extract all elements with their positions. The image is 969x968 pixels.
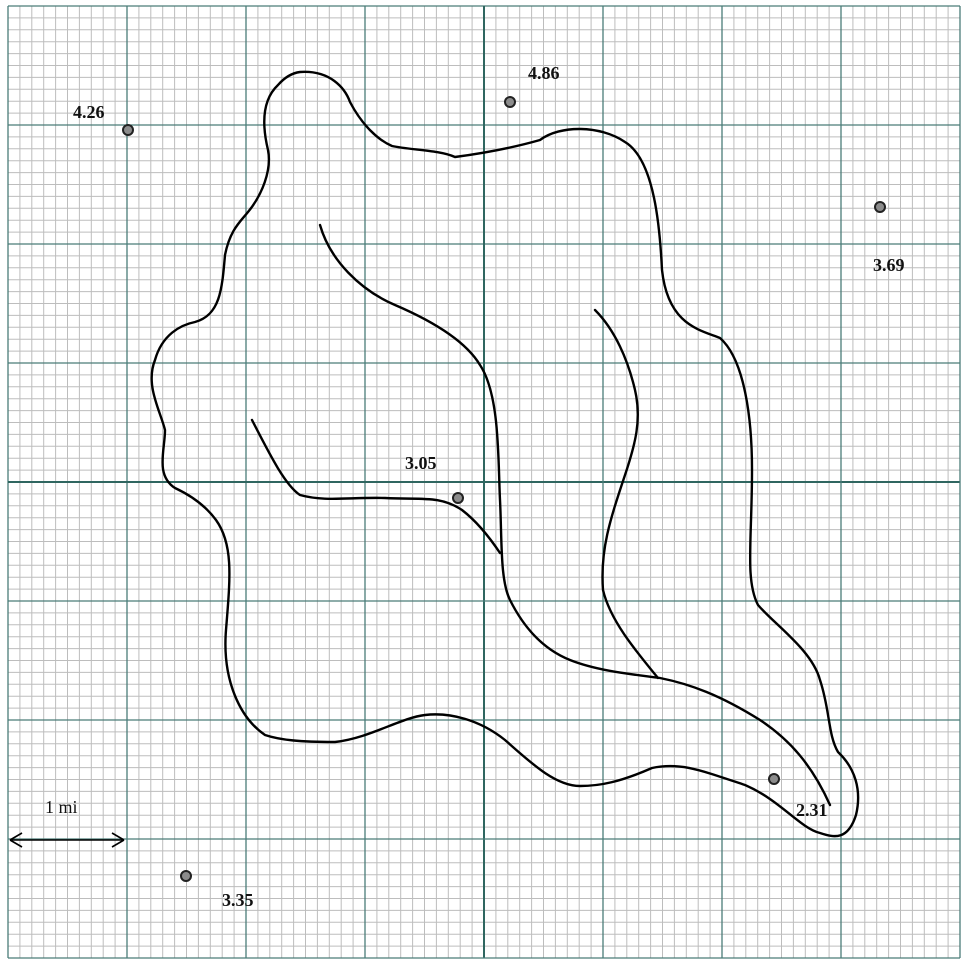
gauge-label-se: 2.31 — [796, 800, 828, 820]
gauge-label-north: 4.86 — [528, 63, 560, 83]
gauge-marker-se — [768, 773, 780, 785]
gauge-marker-north — [504, 96, 516, 108]
grid — [7, 5, 961, 959]
gauge-label-sw: 3.35 — [222, 890, 254, 910]
gauge-marker-sw — [180, 870, 192, 882]
stream-main — [318, 223, 832, 807]
scale-bar: 1 mi — [9, 797, 125, 848]
watershed-boundary — [150, 70, 860, 838]
gauge-marker-center — [452, 492, 464, 504]
gauge-label-east: 3.69 — [873, 255, 905, 275]
gauge-marker-east — [874, 201, 886, 213]
gauge-marker-nw — [122, 124, 134, 136]
scale-bar-label: 1 mi — [45, 797, 78, 817]
stream-southwest-tributary — [250, 418, 502, 555]
stream-east-tributary — [593, 308, 660, 680]
gauge-label-center: 3.05 — [405, 453, 437, 473]
gauge-label-nw: 4.26 — [73, 102, 105, 122]
